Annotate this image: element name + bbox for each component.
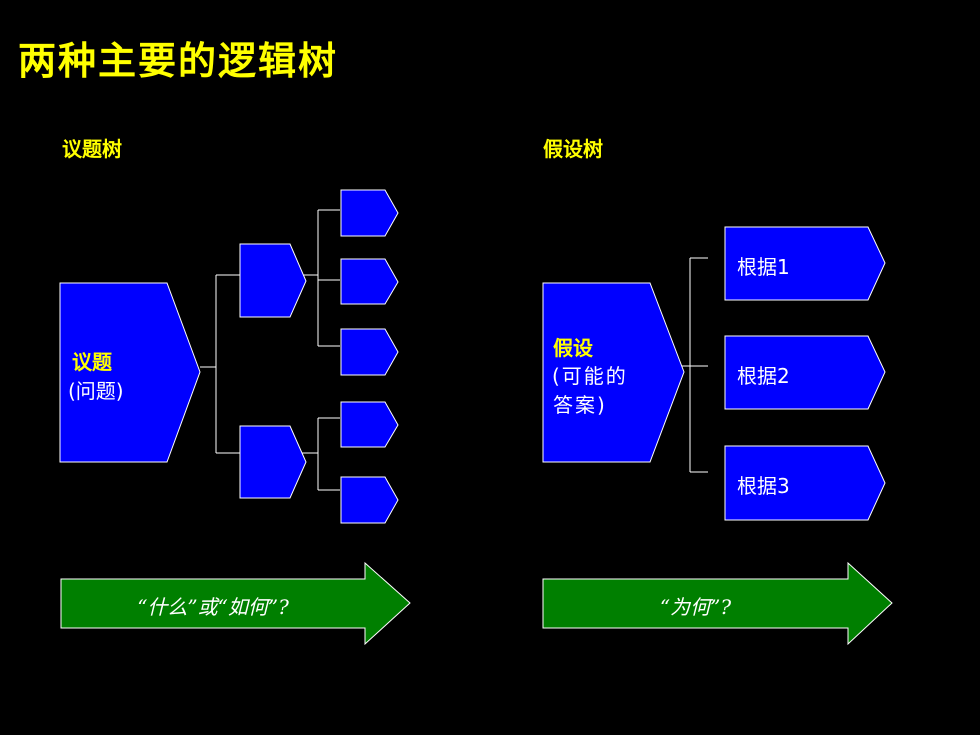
hypothesis-root-node [542,282,685,463]
evidence-label-2: 根据2 [737,364,790,388]
hypothesis-root-label: 假设 [553,336,593,360]
issue-root-label: 议题 [72,350,112,374]
issue-tree-nodes [59,189,399,524]
evidence-label-1: 根据1 [737,255,790,279]
issue-tree-connectors [200,209,340,491]
issue-root-node [59,282,201,463]
hypothesis-root-sublabel-line1: (可能的 [552,364,628,388]
hypothesis-tree-arrow [542,561,893,646]
issue-leaf-node-2 [340,258,399,305]
evidence-label-3: 根据3 [737,474,790,498]
evidence-node-2 [724,335,886,410]
issue-tree-arrow-label: “什么”或“如何”? [137,595,289,619]
direction-arrows [60,561,893,646]
page-title: 两种主要的逻辑树 [18,38,339,83]
hypothesis-root-sublabel-line2: 答案) [553,393,607,417]
issue-leaf-node-3 [340,328,399,376]
evidence-node-3 [724,445,886,521]
hypothesis-tree-heading: 假设树 [543,137,603,161]
issue-leaf-node-1 [340,189,399,237]
issue-tree-arrow [60,561,411,646]
issue-leaf-node-5 [340,476,399,524]
evidence-node-1 [724,226,886,301]
issue-branch-node-2 [239,425,307,499]
issue-leaf-node-4 [340,401,399,448]
issue-tree-heading: 议题树 [62,137,122,161]
hypothesis-tree-arrow-label: “为何”? [659,595,732,619]
issue-branch-node-1 [239,243,307,318]
hypothesis-tree-nodes [542,226,886,521]
issue-root-sublabel: (问题) [68,379,124,403]
